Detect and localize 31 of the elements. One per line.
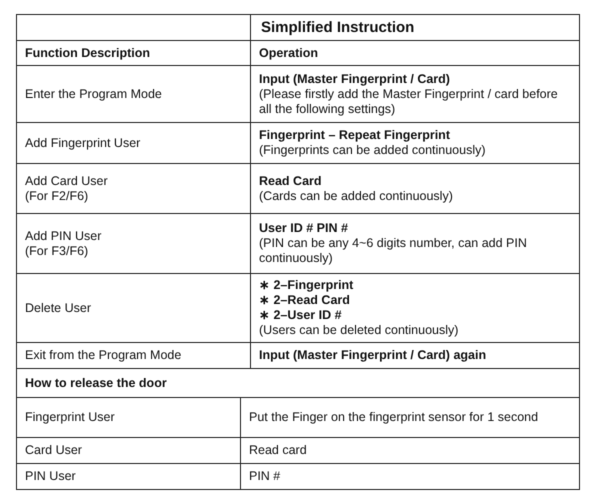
header-text: Read Card	[259, 174, 323, 188]
table-title: Simplified Instruction	[261, 20, 416, 35]
cell-text: Card User	[25, 443, 83, 458]
cell-text: (PIN can be any 4~6 digits number, can add PIN continuously)	[259, 236, 528, 266]
cell-text: (Cards can be added continuously)	[259, 188, 454, 204]
header-text: ∗ 2–User ID #	[259, 308, 343, 323]
header-text: Fingerprint – Repeat Fingerprint	[259, 128, 451, 143]
header-text: ∗ 2–Read Card	[259, 293, 351, 308]
header-text: Input (Master Fingerprint / Card)	[259, 72, 451, 86]
cell-text: (For F2/F6)	[25, 188, 90, 204]
cell-text: Put the Finger on the fingerprint sensor for 1 second	[249, 410, 540, 425]
header-text: Input (Master Fingerprint / Card) again	[259, 348, 488, 363]
cell-text: (Please firstly add the Master Fingerprint / card before all the following settings)	[259, 86, 559, 116]
cell-text: Add PIN User	[25, 228, 102, 244]
cell-text: Enter the Program Mode	[25, 86, 163, 102]
cell-text: PIN User	[25, 469, 77, 484]
cell-text: Add Fingerprint User	[25, 136, 142, 150]
header-text: Operation	[259, 46, 320, 60]
cell-text: (Users can be deleted continuously)	[259, 323, 460, 338]
cell-text: Delete User	[25, 300, 92, 316]
cell-text: Exit from the Program Mode	[25, 348, 182, 363]
cell-text: Fingerprint User	[25, 410, 116, 425]
header-text: ∗ 2–Fingerprint	[259, 278, 354, 293]
header-text: User ID # PIN #	[259, 221, 349, 236]
header-text: Function Description	[25, 46, 151, 60]
cell-text: (Fingerprints can be added continuously)	[259, 143, 487, 158]
cell-text: Add Card User	[25, 174, 109, 188]
cell-text: PIN #	[249, 469, 282, 484]
cell-text: (For F3/F6)	[25, 244, 90, 258]
header-text: How to release the door	[25, 376, 168, 390]
cell-text: Read card	[249, 443, 308, 458]
